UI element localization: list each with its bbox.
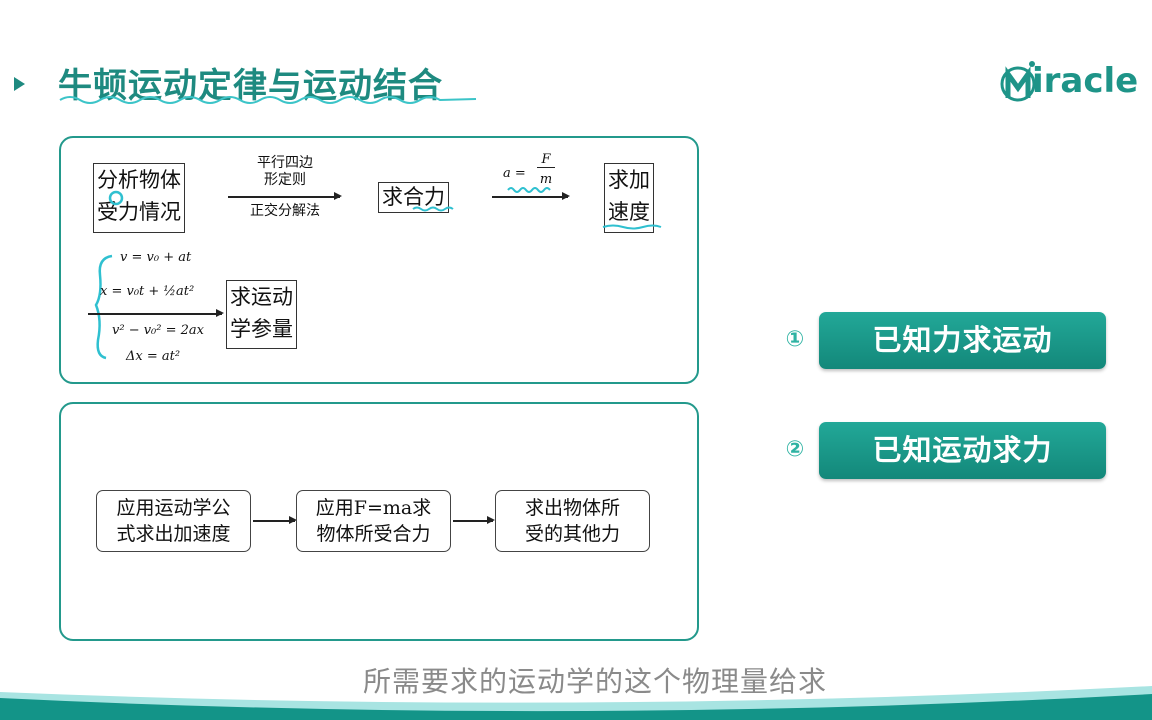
arrow1-label-top: 平行四边形定则: [257, 155, 313, 188]
box-acceleration: 求加速度: [604, 163, 654, 233]
formula-delta-x: Δx = at²: [126, 349, 181, 364]
arrow-to-net-force: [228, 193, 342, 199]
formula-velocity: v = v₀ + at: [120, 250, 192, 265]
formula-velocity-displacement: v² − v₀² = 2ax: [112, 323, 204, 338]
flow-box-other-forces: 求出物体所受的其他力: [495, 490, 650, 552]
box-analyze-forces: 分析物体受力情况: [93, 163, 185, 233]
arrow-to-kinematics: [88, 310, 224, 316]
formula-newton-numerator: F: [537, 152, 555, 168]
bullet-triangle-icon: [14, 77, 25, 91]
flow-arrow-2: [453, 517, 495, 523]
arrow1-label-bottom: 正交分解法: [250, 203, 320, 219]
handwritten-annotations: [94, 187, 662, 360]
formula-displacement: x = v₀t + ½at²: [100, 284, 195, 299]
panel-motion-to-force: 应用运动学公式求出加速度 应用F=ma求物体所受合力 求出物体所受的其他力: [59, 402, 699, 641]
option-button-motion-to-force[interactable]: 已知运动求力: [819, 422, 1106, 479]
slide-title: 牛顿运动定律与运动结合: [58, 66, 443, 106]
option-button-force-to-motion[interactable]: 已知力求运动: [819, 312, 1106, 369]
video-subtitle: 所需要求的运动学的这个物理量给求: [362, 665, 827, 698]
logo-mark-icon: [1000, 61, 1036, 102]
handwritten-underline: [59, 96, 477, 104]
flow-box-net-force: 应用F=ma求物体所受合力: [296, 490, 451, 552]
flow-arrow-1: [253, 517, 297, 523]
formula-newton-denominator: m: [539, 172, 553, 187]
flow-box-acceleration: 应用运动学公式求出加速度: [96, 490, 251, 552]
arrow-to-acceleration: [492, 193, 570, 199]
box-kinematics: 求运动学参量: [226, 280, 297, 349]
footer-wave: [0, 686, 1152, 720]
formula-newton-lhs: a =: [503, 166, 526, 181]
miracle-logo: iracle: [998, 58, 1138, 104]
option-number-1: ①: [785, 327, 805, 352]
option-number-2: ②: [785, 437, 805, 462]
